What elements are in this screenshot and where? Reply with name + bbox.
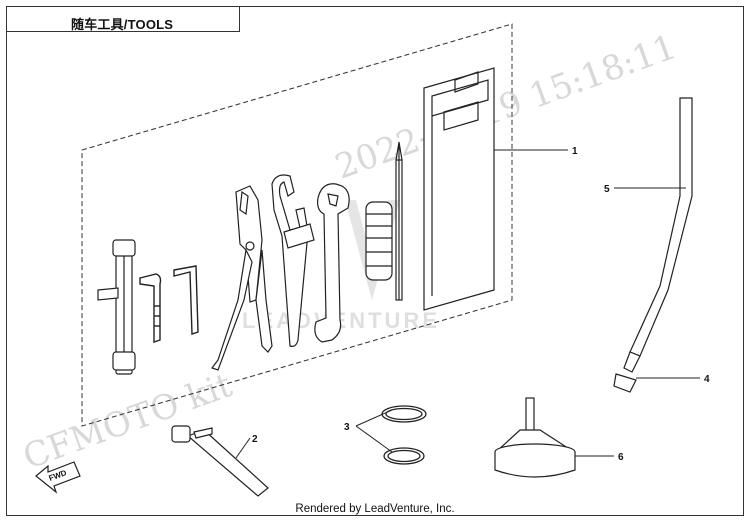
funnel <box>494 397 577 478</box>
footer-credit: Rendered by LeadVenture, Inc. <box>295 503 455 515</box>
combination-pliers <box>211 185 273 371</box>
tool-board-outline <box>81 23 513 427</box>
watermark-logo-text: LEADVENTURE <box>242 308 440 333</box>
title-box: 随车工具/TOOLS <box>6 6 240 32</box>
callout-6: 6 <box>618 452 624 463</box>
o-rings <box>381 405 427 465</box>
tool-bag <box>423 67 495 311</box>
tire-pressure-gauge <box>171 425 269 497</box>
leader-lines <box>235 149 700 459</box>
socket-handle <box>365 201 393 281</box>
open-end-wrench <box>314 183 350 343</box>
callout-5: 5 <box>604 184 610 195</box>
callout-2: 2 <box>252 434 258 445</box>
screwdriver <box>395 141 403 301</box>
slip-joint-pliers <box>271 174 315 347</box>
fwd-arrow: FWD <box>35 461 81 494</box>
callout-4: 4 <box>704 374 710 385</box>
diagram-title: 随车工具/TOOLS <box>71 17 174 32</box>
tube-socket-wrench <box>97 239 136 375</box>
hex-key-small <box>139 273 162 343</box>
extension-rod <box>613 97 693 393</box>
callout-3: 3 <box>344 422 350 433</box>
diagram-frame <box>6 6 744 516</box>
hex-key-large <box>173 265 199 335</box>
leadventure-logo: LEADVENTURE <box>242 200 440 333</box>
callout-1: 1 <box>572 146 578 157</box>
